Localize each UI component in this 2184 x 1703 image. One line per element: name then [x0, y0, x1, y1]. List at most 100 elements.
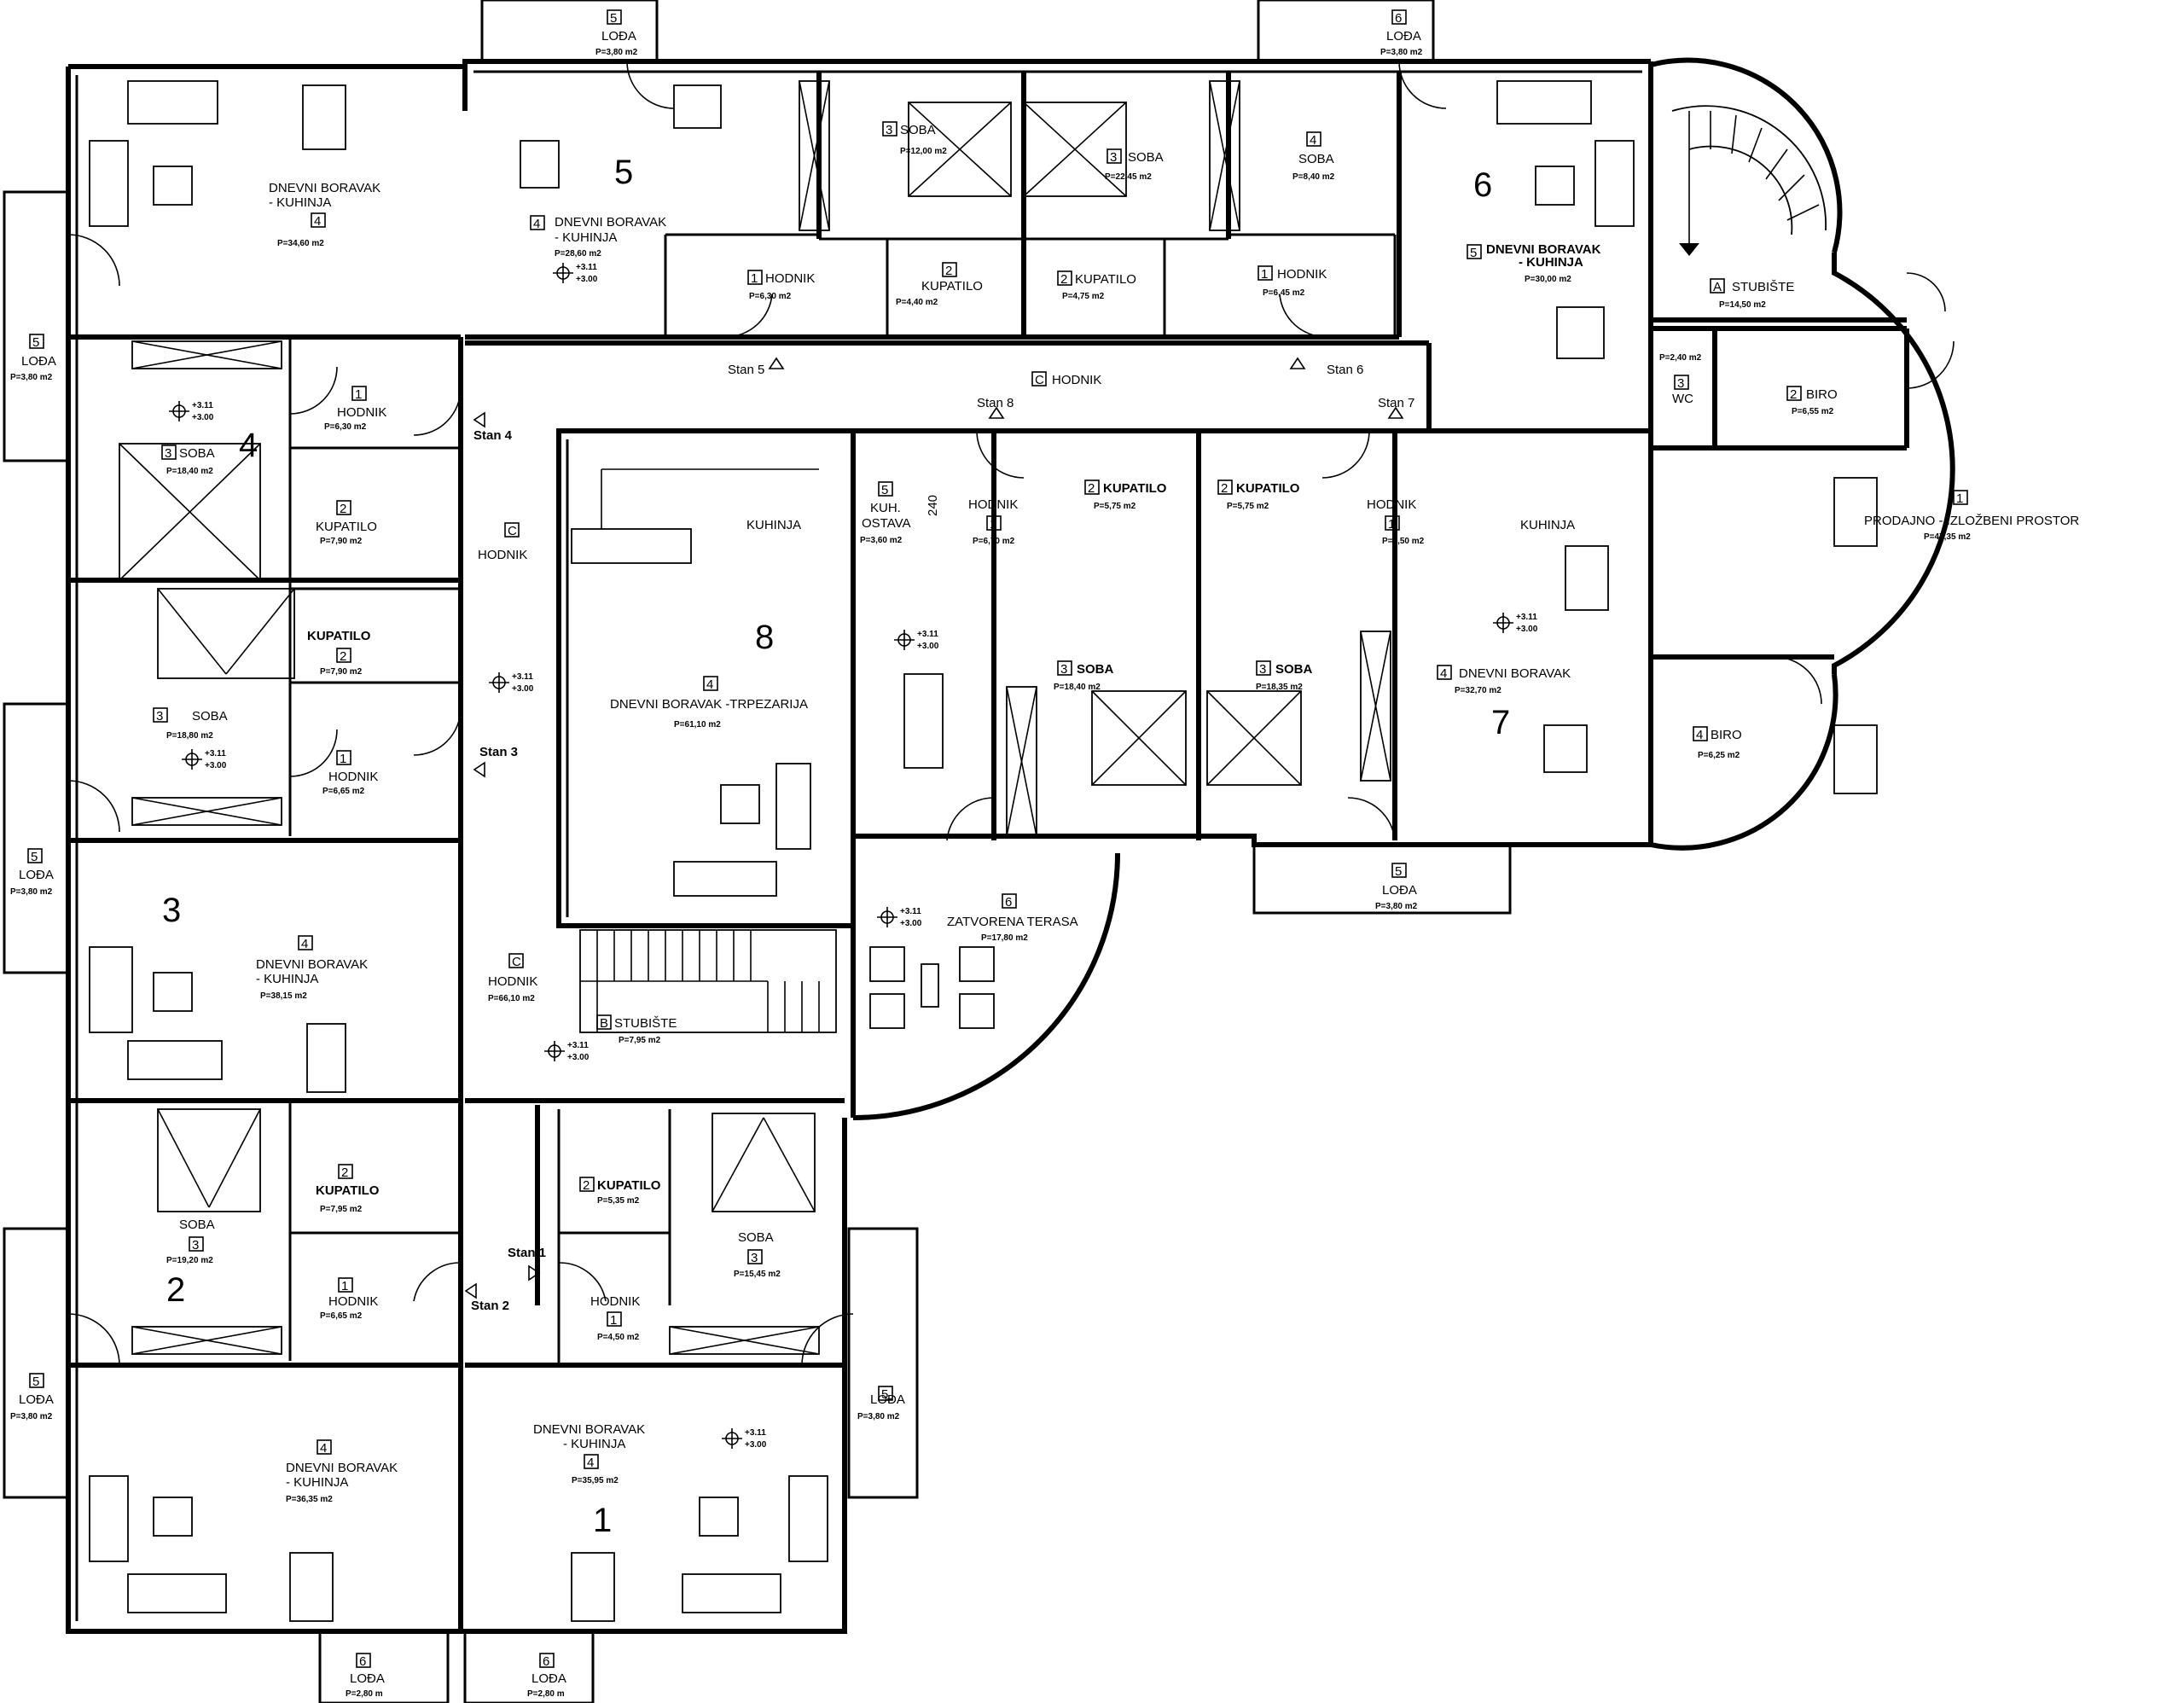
unit-7-number: 7 [1491, 704, 1510, 741]
svg-text:+3.00: +3.00 [917, 642, 939, 651]
svg-text:P=6,65 m2: P=6,65 m2 [322, 787, 365, 796]
room-wc: P=2,40 m2 3 WC [1659, 353, 1702, 406]
room-hodnik-c-upper: C HODNIK [478, 522, 527, 562]
svg-text:P=3,80 m2: P=3,80 m2 [595, 48, 638, 57]
room-u2-bath: 2 KUPATILO P=7,95 m2 [316, 1164, 380, 1214]
svg-text:OSTAVA: OSTAVA [862, 516, 911, 531]
entry-stan-1: Stan 1 [508, 1246, 546, 1260]
svg-text:P=5,50 m2: P=5,50 m2 [1382, 537, 1425, 546]
svg-text:LOĐA: LOĐA [870, 1392, 905, 1407]
svg-text:C: C [508, 524, 517, 538]
svg-text:HODNIK: HODNIK [1277, 267, 1327, 282]
level-marks: +3.11 +3.00 +3.11 +3.00 +3.11 +3.00 +3.1… [169, 263, 1538, 1450]
svg-text:3: 3 [165, 446, 171, 461]
room-u4-room: 3 SOBA P=18,40 m2 [161, 445, 215, 476]
svg-text:P=7,90 m2: P=7,90 m2 [320, 537, 363, 546]
svg-text:P=47,35 m2: P=47,35 m2 [1924, 532, 1971, 542]
svg-text:SOBA: SOBA [179, 446, 215, 461]
svg-text:P=19,20 m2: P=19,20 m2 [166, 1256, 213, 1265]
svg-text:PRODAJNO - IZLOŽBENI PROSTOR: PRODAJNO - IZLOŽBENI PROSTOR [1864, 514, 2079, 528]
svg-text:+3.11: +3.11 [567, 1041, 589, 1050]
unit-5-number: 5 [614, 154, 633, 191]
svg-text:P=22,45 m2: P=22,45 m2 [1105, 172, 1152, 182]
svg-text:DNEVNI BORAVAK -TRPEZARIJA: DNEVNI BORAVAK -TRPEZARIJA [610, 697, 808, 712]
svg-text:KUPATILO: KUPATILO [1103, 481, 1167, 496]
svg-text:1: 1 [355, 387, 362, 402]
svg-text:2: 2 [1790, 387, 1797, 402]
svg-text:DNEVNI BORAVAK: DNEVNI BORAVAK [286, 1461, 398, 1475]
svg-text:5: 5 [31, 850, 38, 864]
svg-text:+3.11: +3.11 [745, 1428, 766, 1438]
level-mark-7: +3.11 +3.00 [877, 907, 922, 928]
svg-text:SOBA: SOBA [192, 709, 228, 724]
svg-text:+3.00: +3.00 [567, 1053, 590, 1062]
svg-text:4: 4 [314, 214, 321, 229]
svg-text:5: 5 [881, 483, 888, 497]
svg-text:- KUHINJA: - KUHINJA [555, 230, 617, 245]
loggia-left-top: 5 LOĐA P=3,80 m2 [10, 334, 56, 382]
svg-text:P=66,10 m2: P=66,10 m2 [488, 994, 535, 1003]
svg-text:P=34,60 m2: P=34,60 m2 [277, 239, 324, 248]
svg-text:P=4,50 m2: P=4,50 m2 [597, 1333, 640, 1342]
svg-text:P=7,95 m2: P=7,95 m2 [619, 1036, 661, 1045]
room-u1-room: SOBA 3 P=15,45 m2 [734, 1230, 781, 1279]
svg-text:- KUHINJA: - KUHINJA [563, 1437, 625, 1451]
outer-walls [66, 57, 1955, 1634]
svg-text:LOĐA: LOĐA [19, 1392, 54, 1407]
svg-text:KUPATILO: KUPATILO [316, 520, 377, 534]
svg-text:+3.00: +3.00 [576, 275, 598, 284]
svg-text:HODNIK: HODNIK [478, 548, 527, 562]
room-u7-bath: 2 KUPATILO P=5,75 m2 [1217, 480, 1300, 511]
svg-text:DNEVNI BORAVAK: DNEVNI BORAVAK [1486, 242, 1601, 257]
svg-text:P=2,80 m: P=2,80 m [527, 1689, 565, 1699]
svg-text:P=12,00 m2: P=12,00 m2 [900, 147, 947, 156]
room-u7-living: 4 DNEVNI BORAVAK P=32,70 m2 [1437, 665, 1571, 695]
svg-text:P=3,80 m2: P=3,80 m2 [1380, 48, 1423, 57]
svg-text:P=6,55 m2: P=6,55 m2 [1792, 407, 1834, 416]
svg-text:6: 6 [543, 1654, 549, 1669]
svg-text:4: 4 [1440, 666, 1447, 681]
svg-text:1: 1 [751, 271, 758, 286]
svg-text:P=5,75 m2: P=5,75 m2 [1094, 502, 1136, 511]
svg-text:SOBA: SOBA [1275, 662, 1313, 677]
svg-text:P=5,75 m2: P=5,75 m2 [1227, 502, 1269, 511]
svg-text:1: 1 [610, 1313, 617, 1328]
room-u1-living: DNEVNI BORAVAK - KUHINJA 4 P=35,95 m2 [533, 1422, 645, 1485]
room-u2-room: SOBA 3 P=19,20 m2 [166, 1218, 215, 1265]
svg-text:3: 3 [1110, 150, 1117, 165]
svg-text:5: 5 [32, 1375, 39, 1389]
svg-text:P=3,80 m2: P=3,80 m2 [10, 1412, 53, 1421]
svg-text:P=36,35 m2: P=36,35 m2 [286, 1495, 333, 1504]
room-u8-living: 4 DNEVNI BORAVAK -TRPEZARIJA P=61,10 m2 [610, 676, 808, 729]
svg-text:+3.00: +3.00 [745, 1440, 767, 1450]
room-c-room: 3 SOBA P=22,45 m2 [1105, 148, 1164, 182]
loggia-left-bot: 5 LOĐA P=3,80 m2 [10, 1373, 54, 1421]
furniture [89, 80, 1878, 1622]
unit-3-number: 3 [162, 892, 181, 929]
loggia-labels: 5 LOĐA P=3,80 m2 6 LOĐA P=3,80 m2 5 LOĐA… [10, 9, 1423, 1699]
svg-text:+3.11: +3.11 [512, 672, 533, 682]
svg-text:A: A [1713, 280, 1722, 294]
svg-text:SOBA: SOBA [1128, 150, 1164, 165]
svg-text:KUPATILO: KUPATILO [316, 1183, 380, 1198]
svg-text:LOĐA: LOĐA [19, 868, 54, 882]
entry-stan-3: Stan 3 [479, 745, 518, 759]
svg-text:+3.11: +3.11 [205, 749, 226, 759]
svg-text:KUPATILO: KUPATILO [1075, 272, 1136, 287]
svg-text:P=6,25 m2: P=6,25 m2 [1698, 751, 1740, 760]
doors [67, 61, 1955, 1366]
room-shop: 1 PRODAJNO - IZLOŽBENI PROSTOR P=47,35 m… [1864, 490, 2079, 542]
svg-text:2: 2 [341, 1165, 348, 1180]
svg-text:P=28,60 m2: P=28,60 m2 [555, 249, 601, 259]
room-u3-living: 4 DNEVNI BORAVAK - KUHINJA P=38,15 m2 [256, 935, 368, 1001]
entry-labels: Stan 1 Stan 2 Stan 3 Stan 4 Stan 5 Stan … [464, 357, 1414, 1313]
svg-text:+3.00: +3.00 [205, 761, 227, 770]
svg-text:P=3,60 m2: P=3,60 m2 [860, 536, 903, 545]
loggia-top-6: 6 LOĐA P=3,80 m2 [1380, 9, 1423, 57]
svg-text:BIRO: BIRO [1711, 728, 1742, 742]
svg-text:LOĐA: LOĐA [350, 1671, 385, 1686]
svg-text:P=5,35 m2: P=5,35 m2 [597, 1196, 640, 1206]
svg-text:LOĐA: LOĐA [1386, 29, 1421, 44]
svg-text:5: 5 [1395, 864, 1402, 879]
svg-text:4: 4 [320, 1441, 327, 1456]
